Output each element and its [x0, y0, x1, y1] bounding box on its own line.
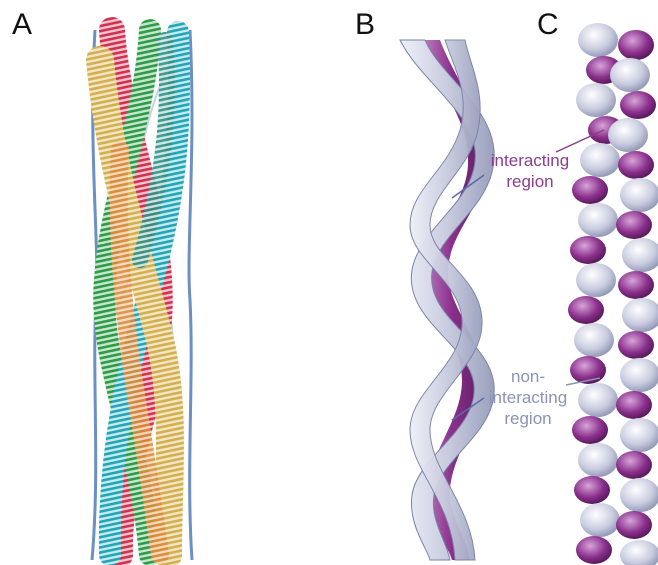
non-interacting-region-label-line3: region [478, 408, 578, 429]
panel-c-bead-helix [556, 23, 658, 565]
non-interacting-region-label-line1: non- [478, 366, 578, 387]
panel-a-coiled-coil [92, 30, 192, 560]
interacting-region-label-line1: interacting [478, 150, 582, 171]
interacting-region-label-line2: region [478, 171, 582, 192]
panel-b-ribbon-helix [400, 40, 494, 560]
interacting-region-label: interacting region [478, 150, 582, 192]
non-interacting-region-label-line2: interacting [478, 387, 578, 408]
non-interacting-region-label: non- interacting region [478, 366, 578, 429]
